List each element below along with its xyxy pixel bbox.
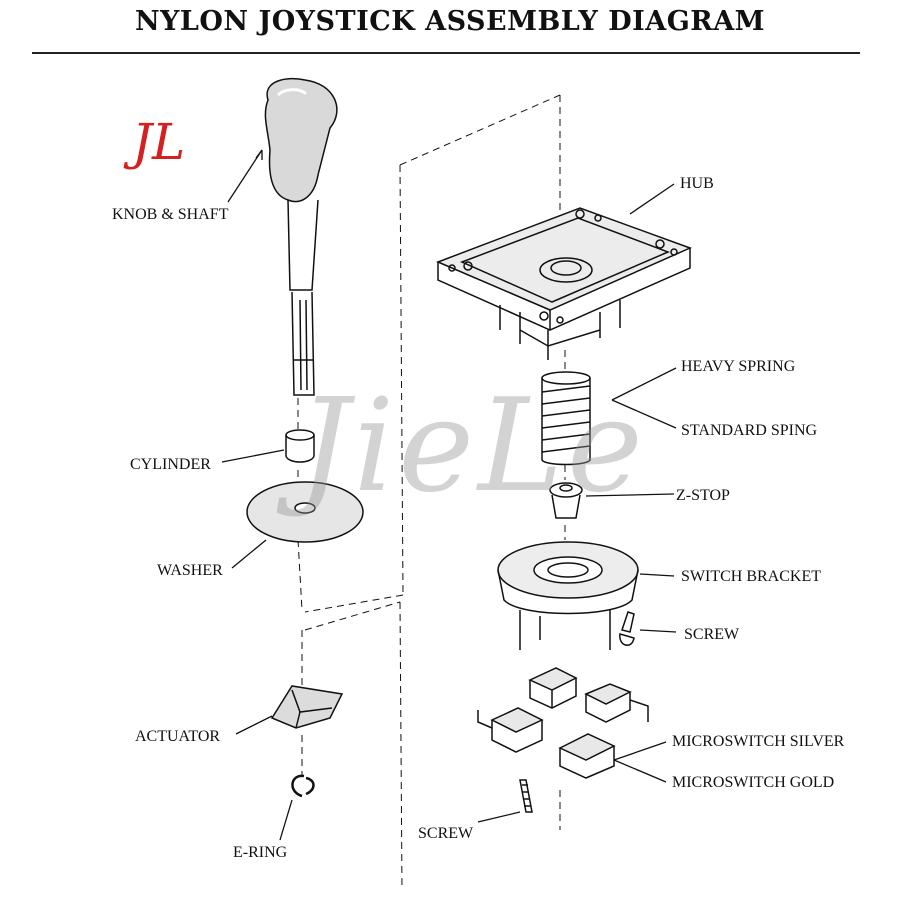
leader-lines xyxy=(221,149,677,841)
switch-bracket-part xyxy=(497,541,639,650)
microswitch-part-3 xyxy=(477,707,544,753)
label-microswitch-silver: MICROSWITCH SILVER xyxy=(672,733,845,750)
label-e-ring: E-RING xyxy=(233,844,288,861)
microswitch-part-4 xyxy=(558,733,616,779)
label-standard-spring: STANDARD SPING xyxy=(681,422,818,439)
label-knob-shaft: KNOB & SHAFT xyxy=(112,206,229,223)
assembly-axis-lines xyxy=(297,94,566,891)
jl-logo: JL xyxy=(132,113,186,171)
label-switch-bracket: SWITCH BRACKET xyxy=(681,568,821,585)
label-screw-upper: SCREW xyxy=(684,626,740,643)
knob-and-shaft-part xyxy=(264,77,338,396)
label-z-stop: Z-STOP xyxy=(676,487,730,504)
spring-part xyxy=(541,371,591,466)
label-cylinder: CYLINDER xyxy=(130,456,211,473)
title-underline xyxy=(32,52,860,54)
label-heavy-spring: HEAVY SPRING xyxy=(681,358,796,375)
page-title: NYLON JOYSTICK ASSEMBLY DIAGRAM xyxy=(134,6,766,37)
screw-part-upper xyxy=(619,611,635,646)
label-actuator: ACTUATOR xyxy=(135,728,221,745)
label-microswitch-gold: MICROSWITCH GOLD xyxy=(672,774,835,791)
hub-part xyxy=(435,207,693,360)
label-hub: HUB xyxy=(680,175,714,192)
z-stop-part xyxy=(549,482,583,519)
washer-part xyxy=(246,481,364,543)
jiele-watermark: JieLe xyxy=(298,372,647,521)
microswitch-part-1 xyxy=(528,667,578,709)
microswitch-part-2 xyxy=(584,683,649,723)
actuator-part xyxy=(270,685,344,729)
label-screw-lower: SCREW xyxy=(418,825,474,842)
label-washer: WASHER xyxy=(157,562,223,579)
e-ring-part xyxy=(291,774,315,798)
screw-part-lower xyxy=(519,779,533,813)
cylinder-part xyxy=(285,429,315,463)
